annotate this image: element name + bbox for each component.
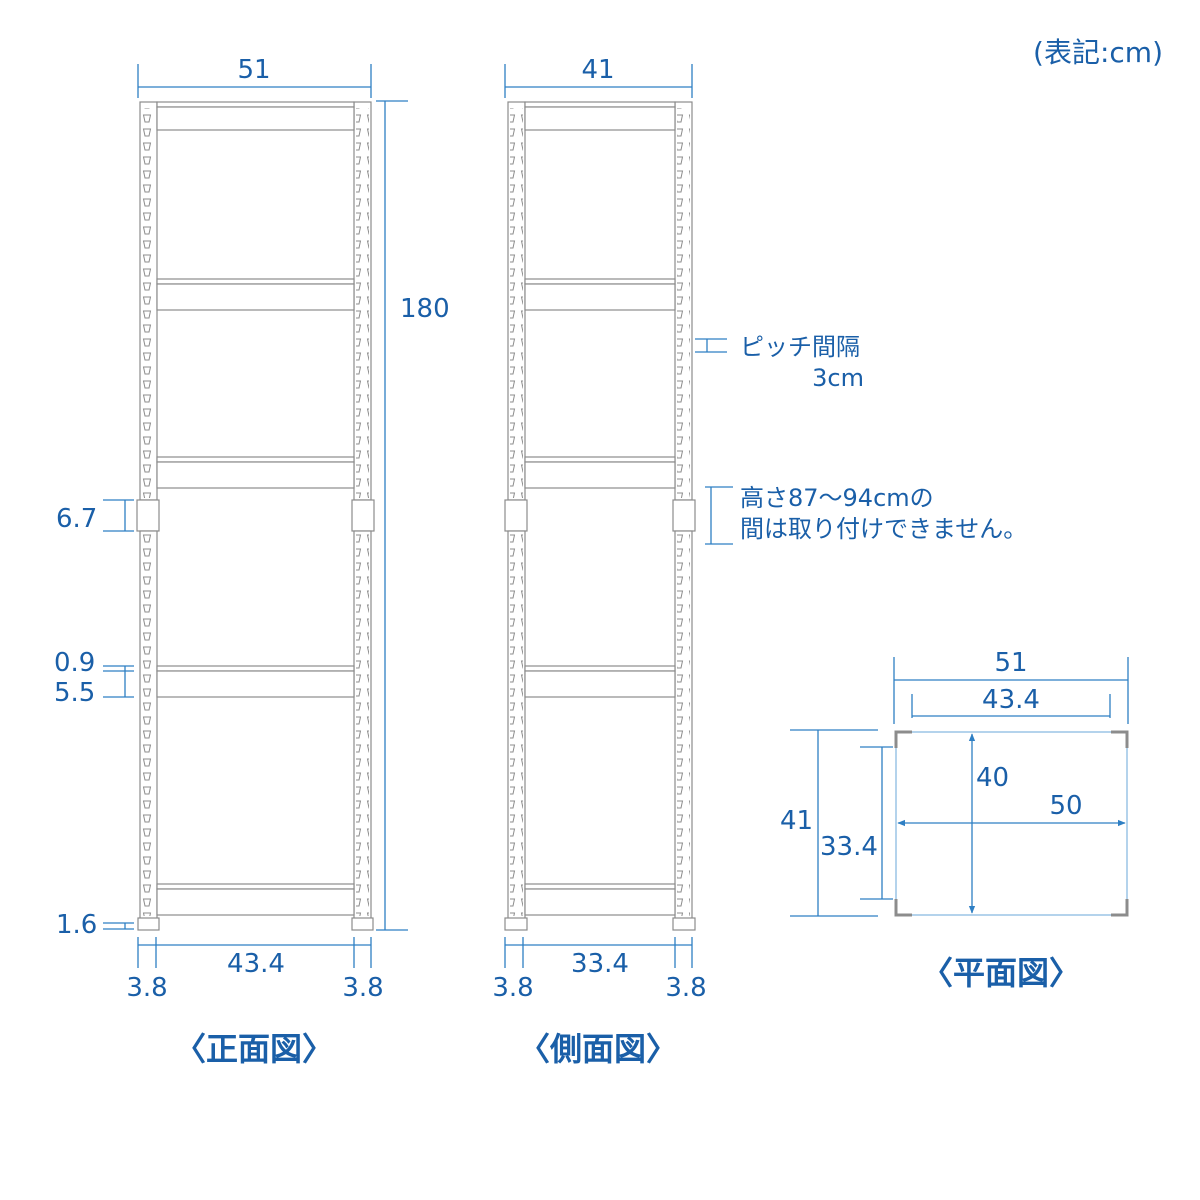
front-foot-label: 1.6	[56, 910, 97, 940]
plan-corner-tl	[894, 730, 912, 748]
side-left-post	[504, 101, 528, 931]
front-view: 51 180 6.7 0.9 5.5 1.6 43.4 3.8 3.8 〈正面図…	[54, 55, 450, 1068]
front-right-joint	[351, 499, 375, 532]
side-right-post	[672, 101, 696, 931]
front-shelf-beam-label: 5.5	[54, 678, 95, 708]
side-inner-width-label: 33.4	[571, 949, 629, 979]
pitch-note-line1: ピッチ間隔	[740, 333, 860, 361]
plan-shelf-width-label: 50	[1049, 791, 1082, 821]
front-right-post	[351, 101, 375, 931]
front-post-left-label: 3.8	[126, 973, 167, 1003]
side-right-foot	[672, 917, 696, 931]
front-shelf-thickness-label: 0.9	[54, 648, 95, 678]
plan-shelf-depth-label: 40	[976, 763, 1009, 793]
front-right-foot	[351, 917, 374, 931]
plan-width-label: 51	[994, 648, 1027, 678]
front-joint-label: 6.7	[56, 504, 97, 534]
plan-inner-depth-label: 33.4	[820, 832, 878, 862]
side-left-joint	[504, 499, 528, 532]
unit-note: (表記:cm)	[1033, 36, 1163, 69]
plan-view-caption: 〈平面図〉	[921, 954, 1081, 992]
plan-corner-bl	[894, 899, 912, 917]
front-post-right-label: 3.8	[342, 973, 383, 1003]
side-width-label: 41	[581, 55, 614, 85]
side-view: 41 ピッチ間隔 3cm 高さ87〜94cmの 間は取り付けできません。 33.…	[492, 55, 1027, 1068]
front-left-foot	[137, 917, 160, 931]
side-view-caption: 〈側面図〉	[518, 1030, 678, 1068]
front-inner-width-label: 43.4	[227, 949, 285, 979]
plan-depth-label: 41	[780, 806, 813, 836]
front-view-caption: 〈正面図〉	[174, 1030, 334, 1068]
pitch-note-line2: 3cm	[812, 364, 864, 392]
front-left-joint	[136, 499, 160, 532]
plan-inner-width-label: 43.4	[982, 685, 1040, 715]
plan-corner-tr	[1111, 730, 1129, 748]
plan-corner-br	[1111, 899, 1129, 917]
plan-view: 51 43.4 41 33.4 40 50 〈平面図〉	[780, 648, 1129, 992]
front-width-label: 51	[237, 55, 270, 85]
front-height-label: 180	[400, 294, 450, 324]
restriction-note-line1: 高さ87〜94cmの	[740, 484, 934, 512]
side-right-joint	[672, 499, 696, 532]
front-shelves	[156, 101, 355, 916]
side-post-right-label: 3.8	[665, 973, 706, 1003]
side-shelves	[524, 101, 676, 916]
side-left-foot	[504, 917, 528, 931]
restriction-note-line2: 間は取り付けできません。	[740, 515, 1027, 543]
side-post-left-label: 3.8	[492, 973, 533, 1003]
front-left-post	[136, 101, 160, 931]
